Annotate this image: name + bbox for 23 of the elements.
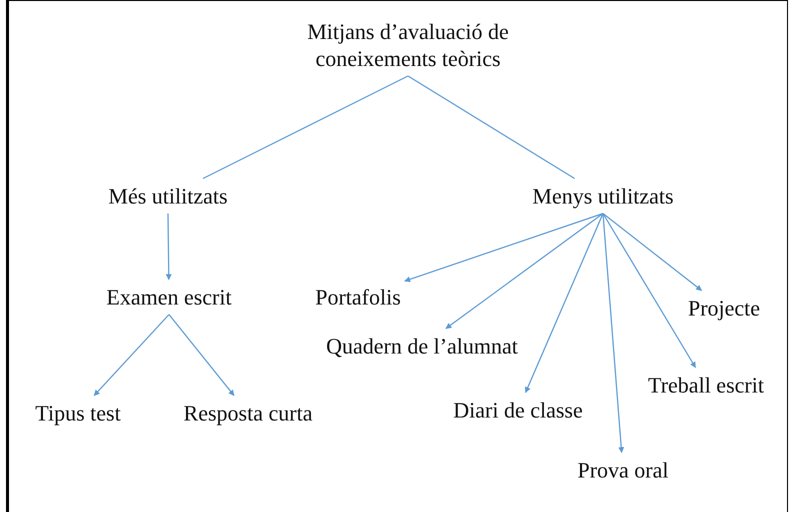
connector-line [408, 75, 575, 180]
connector-line [202, 75, 408, 180]
node-label: Prova oral [577, 456, 669, 484]
arrow [445, 213, 604, 329]
node-label: Examen escrit [106, 284, 232, 310]
node-label: Menys utilitzats [532, 182, 674, 210]
node-label: Resposta curta [184, 400, 312, 426]
arrow [602, 213, 702, 291]
arrow [94, 314, 170, 396]
node-label: Més utilitzats [108, 182, 228, 210]
arrow [602, 213, 624, 454]
arrow [166, 214, 172, 280]
node-label: Diari de classe [453, 396, 583, 424]
arrow [602, 213, 696, 368]
node-label: Portafolis [315, 284, 401, 310]
arrow [168, 314, 234, 396]
node-label: Projecte [688, 294, 760, 322]
node-label: Mitjans d’avaluació de coneixements teòrics [306, 18, 510, 72]
arrow [404, 212, 604, 282]
node-label: Quadern de l’alumnat [326, 332, 518, 360]
node-label: Treball escrit [648, 372, 764, 398]
node-label: Tipus test [35, 400, 121, 426]
arrow [524, 213, 604, 394]
